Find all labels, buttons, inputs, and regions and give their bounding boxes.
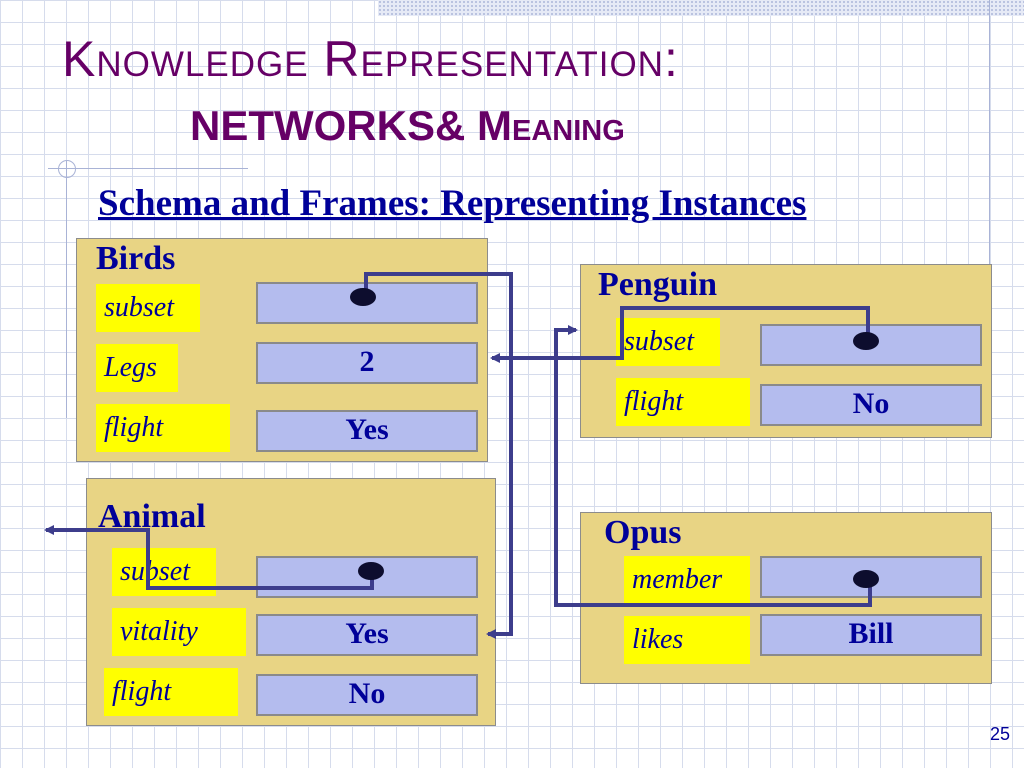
slide-title: Knowledge Representation: [62,31,679,87]
decorative-rule-right [989,0,990,266]
birds-flight-value: Yes [256,410,478,452]
pointer-dot-birds-subset [350,288,376,306]
link-opus-member-to-penguin [554,325,872,607]
birds-legs-value: 2 [256,342,478,384]
slide-title-line2: NETWORKS& Meaning [190,102,625,149]
decorative-rule-vertical [66,160,67,418]
pointer-dot-opus-member [853,570,879,588]
pointer-dot-animal-subset [358,562,384,580]
decorative-circle [58,160,76,178]
birds-flight-label: flight [96,404,230,452]
opus-likes-value: Bill [760,614,982,656]
header-pattern-band [378,0,1024,16]
slide-subtitle: Schema and Frames: Representing Instance… [98,183,807,224]
penguin-flight-label: flight [616,378,750,426]
animal-vitality-value: Yes [256,614,478,656]
birds-subset-label: subset [96,284,200,332]
animal-flight-value: No [256,674,478,716]
link-birds-subset-to-animal [364,272,513,639]
birds-legs-label: Legs [96,344,178,392]
frame-birds-title: Birds [96,240,176,277]
link-animal-subset-outward [44,525,374,590]
page-number: 25 [990,724,1011,744]
penguin-subset-label: subset [616,318,720,366]
animal-flight-label: flight [104,668,238,716]
frame-opus-title: Opus [604,514,682,551]
pointer-dot-penguin-subset [853,332,879,350]
frame-penguin-title: Penguin [598,266,718,303]
penguin-flight-value: No [760,384,982,426]
opus-member-label: member [624,556,750,604]
opus-likes-label: likes [624,616,750,664]
link-penguin-subset-to-birds [490,306,870,363]
decorative-rule-horizontal [48,168,248,169]
animal-vitality-label: vitality [112,608,246,656]
